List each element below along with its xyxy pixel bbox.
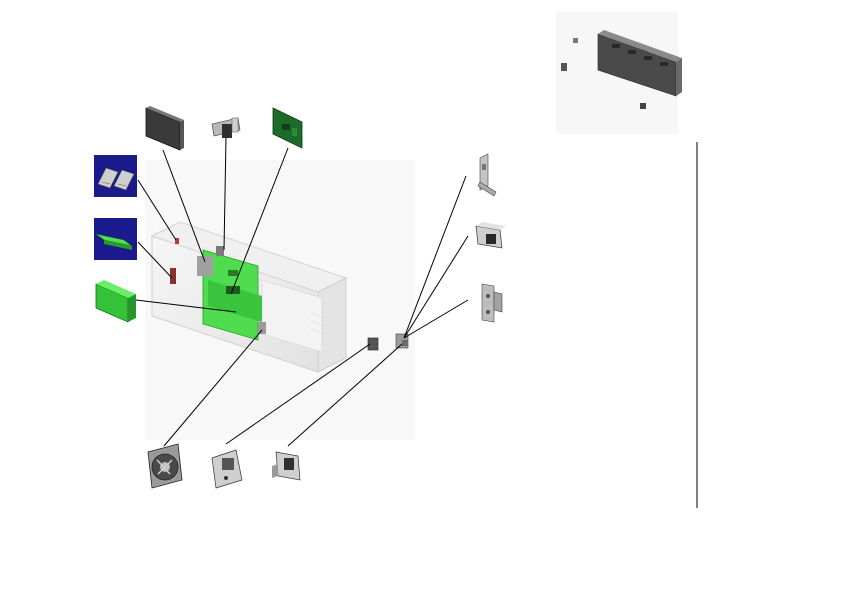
drive-bracket-left [211,449,243,489]
battery-pack [95,280,136,323]
display-panel [145,106,184,151]
memory-modules [94,155,137,197]
memory-card [94,218,137,260]
drive-bracket-right [272,451,301,481]
mounting-plate [481,283,503,323]
metal-bracket [211,117,241,138]
daughter-board [272,107,303,149]
vertical-bracket [477,153,497,197]
cooling-fan [147,443,183,489]
leader-lines [135,137,469,447]
overview-inset [556,12,682,134]
connector-housing [475,222,506,249]
main-chassis [145,160,415,440]
